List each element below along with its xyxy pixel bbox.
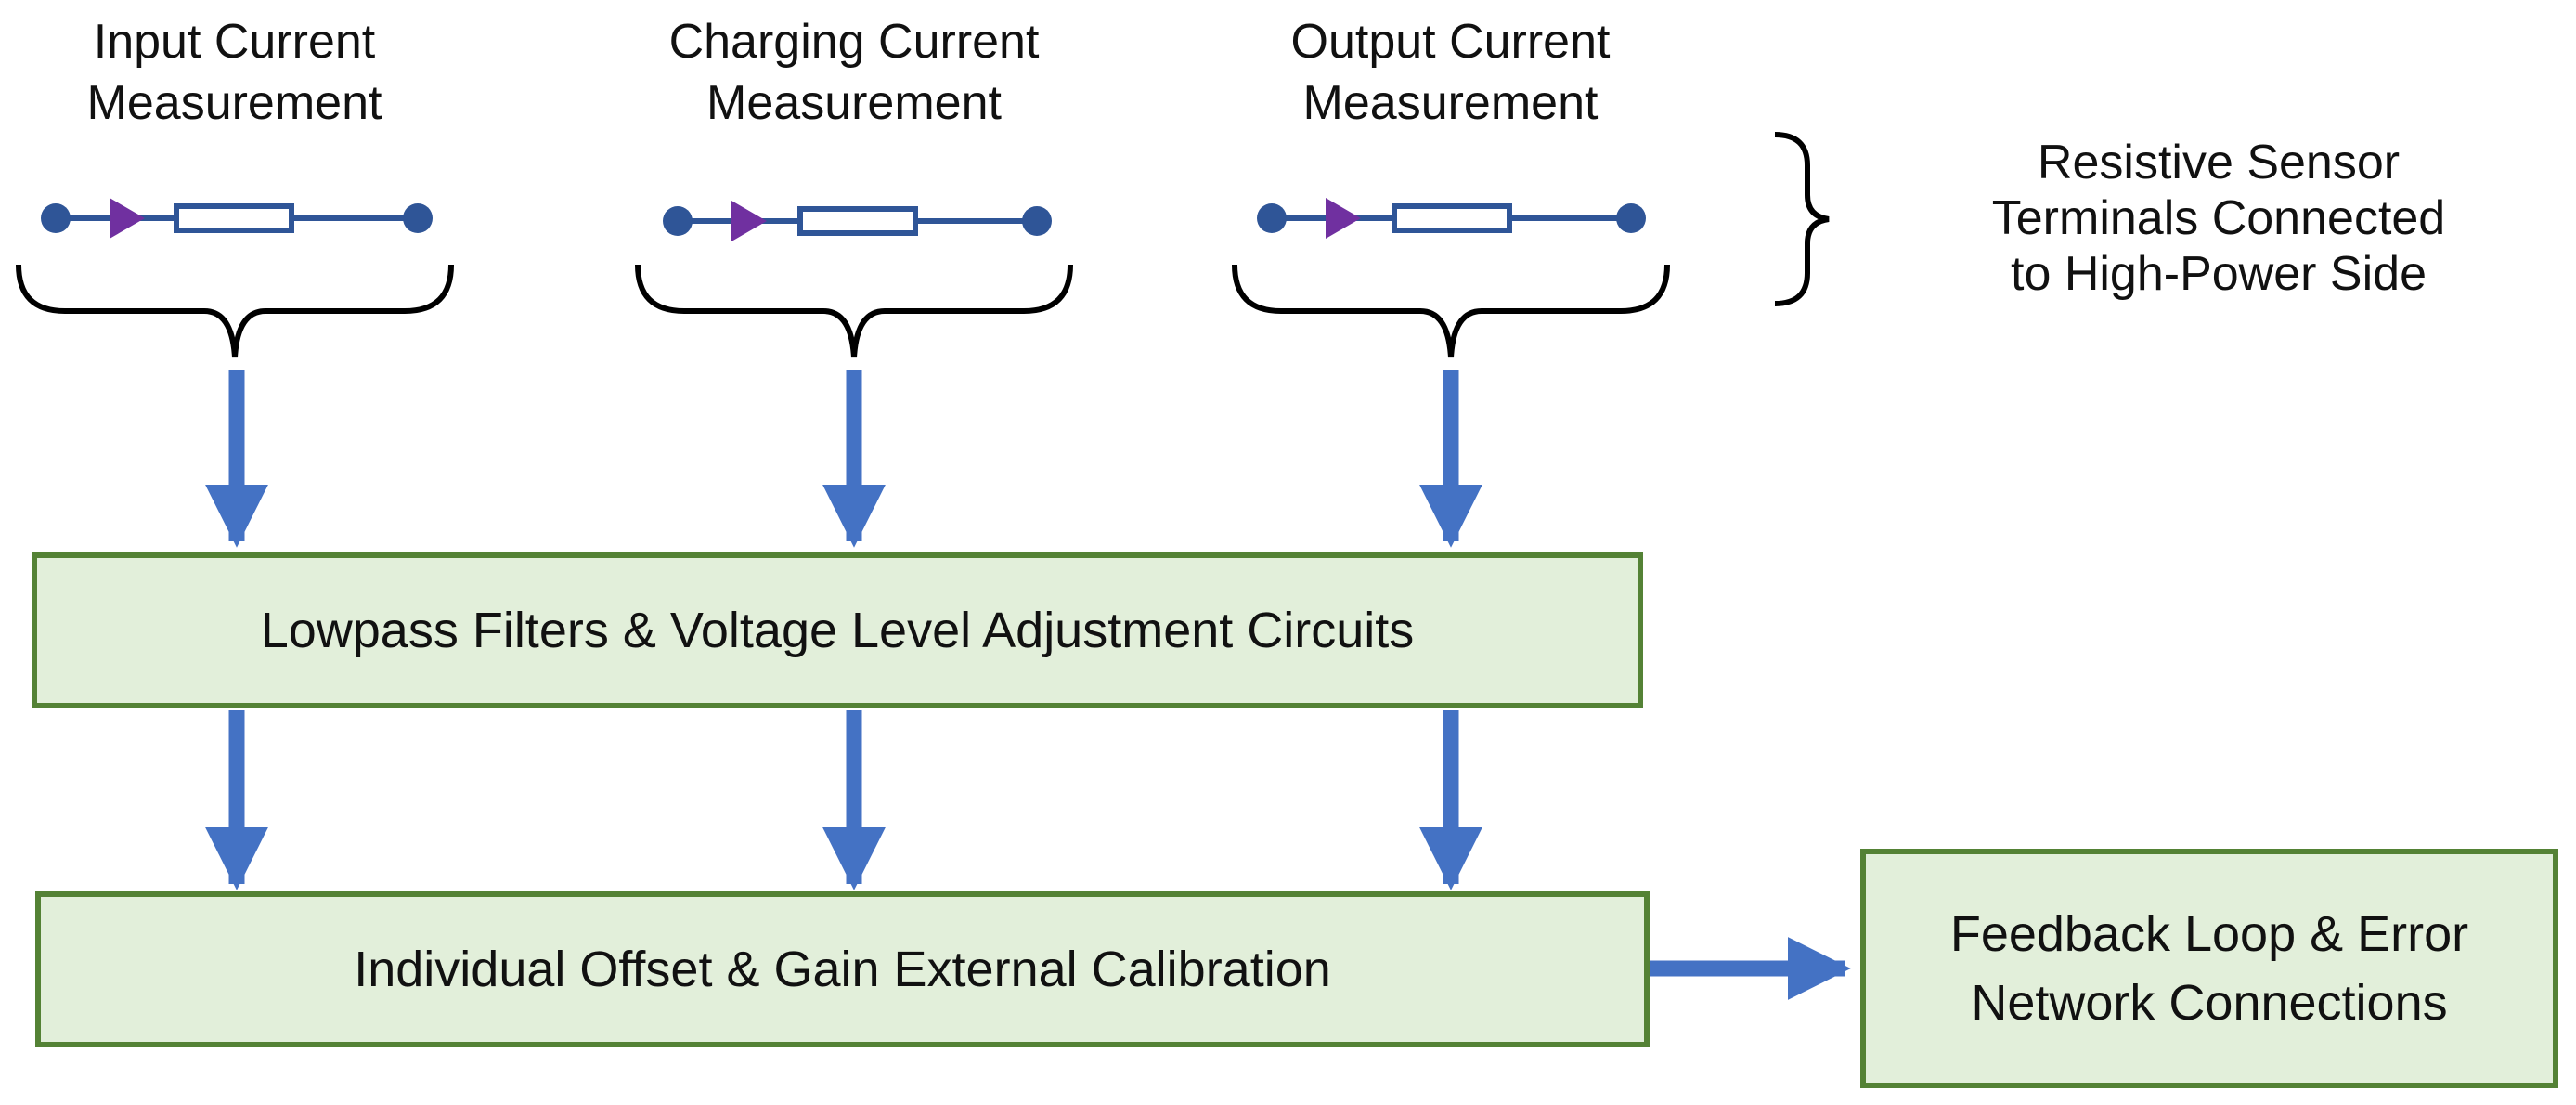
calibration-block <box>35 891 1650 1047</box>
feedback-block-label: Feedback Loop & Error Network Connection… <box>1949 906 2469 1031</box>
calibration-block-label: Individual Offset & Gain External Calibr… <box>354 942 1331 997</box>
filters-block <box>32 552 1643 708</box>
feedback-block <box>1860 849 2558 1088</box>
charging-sensor-label: Charging Current Measurement <box>668 15 1040 130</box>
terminals-note: Resistive Sensor Terminals Connected to … <box>1991 136 2446 301</box>
input-sensor-diode-icon <box>110 198 145 239</box>
input-sensor-brace <box>16 264 454 358</box>
output-sensor-label: Output Current Measurement <box>1290 15 1611 130</box>
output-sensor-resistor-symbol <box>1257 198 1646 239</box>
input-sensor-resistor-symbol <box>41 198 433 239</box>
terminals-brace <box>1774 132 1830 306</box>
input-sensor-label: Input Current Measurement <box>86 15 382 130</box>
charging-sensor-brace <box>635 264 1073 358</box>
output-sensor-diode-icon <box>1326 198 1361 239</box>
charging-sensor-resistor-symbol <box>663 201 1052 241</box>
charging-sensor-diode-icon <box>731 201 767 241</box>
output-sensor-brace <box>1232 264 1670 358</box>
filters-block-label: Lowpass Filters & Voltage Level Adjustme… <box>260 603 1415 658</box>
